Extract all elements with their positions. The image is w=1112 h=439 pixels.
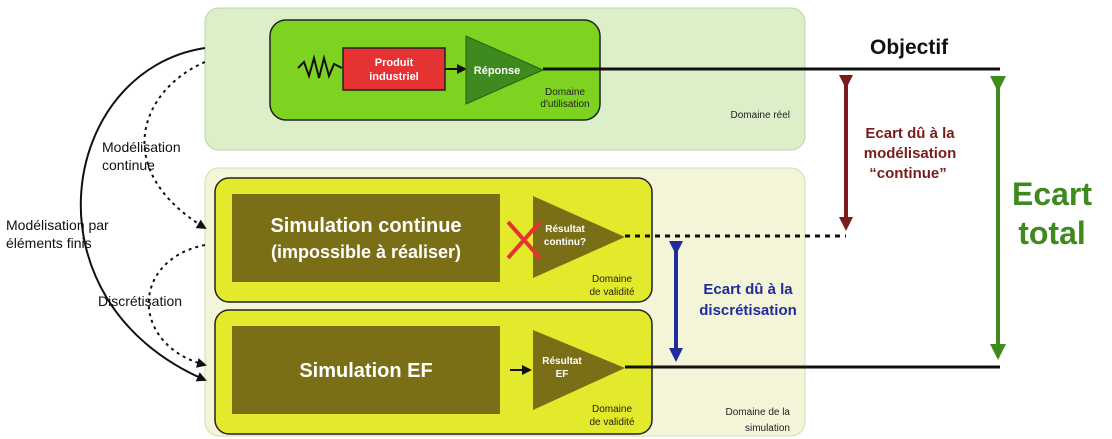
fe-validity-label-2: de validité [589, 417, 634, 428]
use-domain-label-1: Domaine [545, 87, 585, 98]
continuous-modeling-curve [143, 61, 207, 230]
response-amplifier [465, 35, 545, 105]
product-label-1: Produit [375, 57, 414, 69]
continuous-modeling-label-2: continue [102, 157, 155, 173]
discretization-gap-label-2: discrétisation [699, 302, 797, 319]
fe-simulation-title: Simulation EF [299, 360, 432, 382]
product-label-2: industriel [369, 71, 419, 83]
continuous-validity-label-1: Domaine [592, 274, 632, 285]
discretization-label: Discrétisation [98, 293, 182, 309]
continuous-simulation-box [232, 194, 500, 282]
fe-validity-label-1: Domaine [592, 404, 632, 415]
simulation-domain-label-1: Domaine de la [726, 407, 791, 418]
fe-simulation-box [232, 326, 500, 414]
fe-modeling-label-1: Modélisation par [6, 217, 109, 233]
continuous-simulation-title-2: (impossible à réaliser) [271, 242, 461, 262]
fe-result-label-2: EF [556, 369, 569, 380]
fe-modeling-label-2: éléments finis [6, 235, 92, 251]
objective-label: Objectif [870, 36, 949, 59]
total-gap-label-1: Ecart [1012, 176, 1092, 212]
modeling-gap-label-2: modélisation [864, 145, 957, 162]
continuous-result-label-2: continu? [544, 237, 586, 248]
input-signal-icon [297, 54, 343, 80]
fe-result-label-1: Résultat [542, 356, 582, 367]
use-domain-label-2: d'utilisation [540, 99, 589, 110]
continuous-validity-label-2: de validité [589, 287, 634, 298]
discretization-gap-label-1: Ecart dû à la [703, 281, 793, 298]
fe-modeling-curve [79, 47, 207, 382]
continuous-modeling-label-1: Modélisation [102, 139, 181, 155]
continuous-result-amplifier [533, 196, 625, 278]
impossible-cross-icon [506, 220, 542, 260]
continuous-result-label-1: Résultat [545, 224, 585, 235]
total-gap-label-2: total [1018, 215, 1086, 251]
real-domain-label: Domaine réel [731, 110, 790, 121]
modeling-gap-label-3: “continue” [869, 165, 947, 182]
fe-result-amplifier [533, 330, 625, 410]
modeling-gap-label-1: Ecart dû à la [865, 125, 955, 142]
simulation-domain-label-2: simulation [745, 423, 790, 434]
response-label: Réponse [474, 65, 520, 77]
continuous-simulation-title-1: Simulation continue [270, 215, 461, 237]
product-box [342, 47, 446, 91]
